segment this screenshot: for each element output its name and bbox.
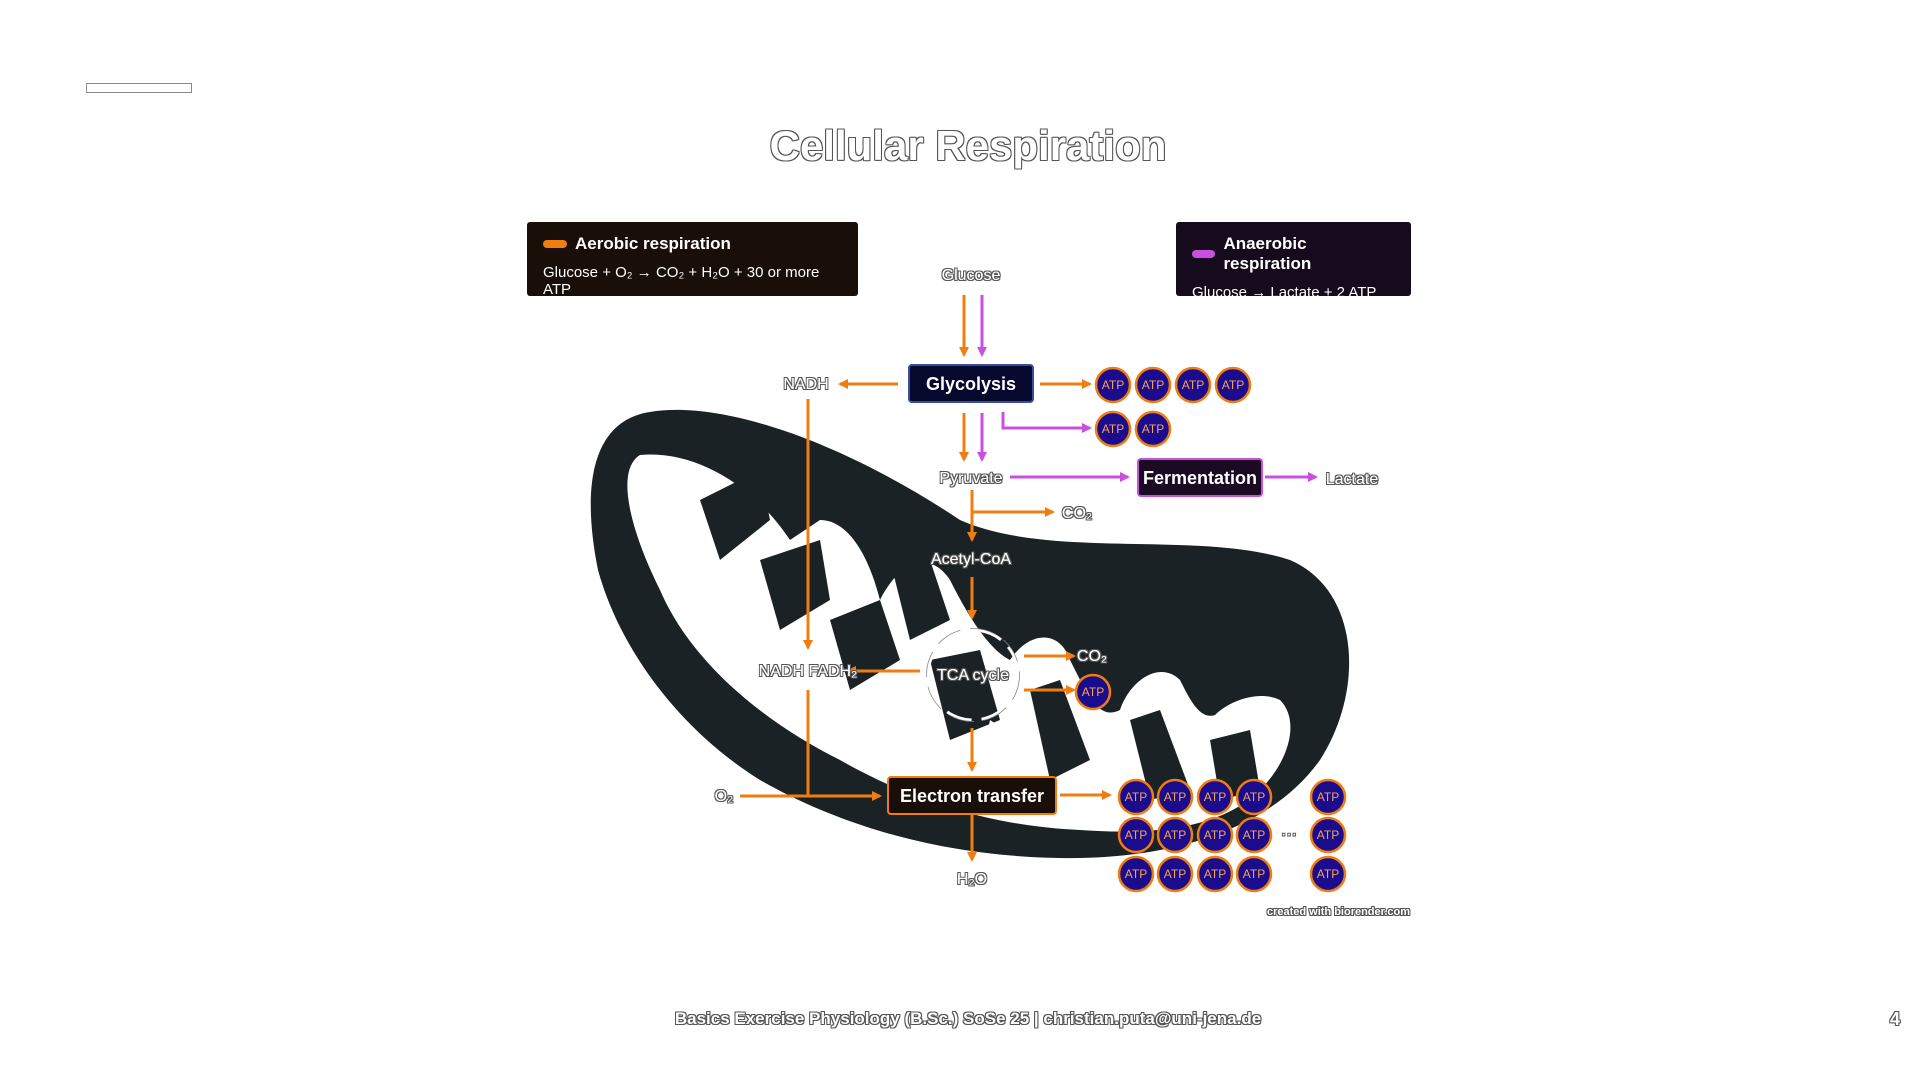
tca-cycle-ring: [926, 628, 1020, 722]
atp-token: ATP: [1196, 855, 1234, 893]
atp-token: ATP: [1134, 410, 1172, 448]
atp-label: ATP: [1243, 867, 1265, 881]
atp-label: ATP: [1317, 867, 1339, 881]
ellipsis-label: ···: [1281, 826, 1297, 843]
atp-label: ATP: [1125, 828, 1147, 842]
atp-token: ATP: [1094, 366, 1132, 404]
aerobic-arrows: [740, 295, 1112, 862]
atp-token: ATP: [1117, 855, 1155, 893]
atp-token: ATP: [1235, 855, 1273, 893]
atp-token: ATP: [1156, 855, 1194, 893]
credit: created with biorender.com: [1266, 906, 1410, 918]
atp-label: ATP: [1102, 378, 1124, 392]
atp-token: ATP: [1117, 778, 1155, 816]
glycolysis-label: Glycolysis: [926, 374, 1016, 394]
atp-token: ATP: [1196, 816, 1234, 854]
atp-token: ATP: [1174, 366, 1212, 404]
atp-label: ATP: [1125, 867, 1147, 881]
slide-title: Cellular Respiration: [769, 122, 1167, 169]
anaerobic-arrows: [977, 295, 1318, 482]
atp-label: ATP: [1204, 867, 1226, 881]
atp-token: ATP: [1214, 366, 1252, 404]
legend-aerobic-equation: Glucose + O₂ → CO₂ + H₂O + 30 or more AT…: [543, 264, 820, 298]
atp-label: ATP: [1142, 422, 1164, 436]
atp-token: ATP: [1196, 778, 1234, 816]
atp-label: ATP: [1243, 790, 1265, 804]
atp-token: ATP: [1074, 673, 1112, 711]
tca-label: TCA cycle: [937, 667, 1009, 684]
co2-pyruvate-label: CO₂: [1062, 505, 1092, 522]
glycolysis-box: Glycolysis: [908, 364, 1034, 403]
atp-label: ATP: [1182, 378, 1204, 392]
atp-token: ATP: [1156, 816, 1194, 854]
atp-token: ATP: [1094, 410, 1132, 448]
atp-tokens: ATP ATP ATP ATP ATP ATP ATP ATP ATP ATP ATP ATP ATP A…: [1074, 366, 1347, 893]
acetyl-coa-label: Acetyl-CoA: [931, 551, 1011, 568]
atp-label: ATP: [1204, 790, 1226, 804]
atp-label: ATP: [1243, 828, 1265, 842]
atp-label: ATP: [1317, 828, 1339, 842]
page-number: 4: [1890, 1009, 1901, 1029]
nadh-label: NADH: [783, 376, 828, 393]
pyruvate-label: Pyruvate: [939, 470, 1002, 487]
lactate-label: Lactate: [1326, 471, 1379, 488]
atp-label: ATP: [1142, 378, 1164, 392]
nadh-fadh2-label: NADH FADH₂: [759, 663, 858, 680]
atp-label: ATP: [1082, 685, 1104, 699]
atp-label: ATP: [1164, 828, 1186, 842]
atp-label: ATP: [1204, 828, 1226, 842]
atp-token: ATP: [1309, 778, 1347, 816]
atp-token: ATP: [1235, 778, 1273, 816]
legend-anaerobic: Anaerobic respiration Glucose → Lactate …: [1176, 222, 1411, 301]
electron-transfer-box: Electron transfer: [887, 776, 1057, 815]
atp-token: ATP: [1134, 366, 1172, 404]
atp-label: ATP: [1102, 422, 1124, 436]
fermentation-label: Fermentation: [1143, 468, 1257, 488]
atp-token: ATP: [1309, 816, 1347, 854]
atp-label: ATP: [1317, 790, 1339, 804]
atp-token: ATP: [1235, 816, 1273, 854]
footer: Basics Exercise Physiology (B.Sc.) SoSe …: [674, 1009, 1262, 1028]
anaerobic-swatch: [1192, 250, 1216, 258]
atp-label: ATP: [1164, 867, 1186, 881]
aerobic-swatch: [543, 240, 567, 248]
atp-token: ATP: [1117, 816, 1155, 854]
legend-aerobic: Aerobic respiration Glucose + O₂ → CO₂ +…: [527, 222, 858, 298]
h2o-label: H₂O: [957, 871, 987, 888]
logo-placeholder: [86, 83, 192, 93]
atp-label: ATP: [1125, 790, 1147, 804]
glucose-label: Glucose: [942, 267, 1001, 284]
fermentation-box: Fermentation: [1137, 458, 1263, 497]
atp-token: ATP: [1309, 855, 1347, 893]
legend-anaerobic-title: Anaerobic respiration: [1223, 234, 1312, 273]
o2-label: O₂: [715, 788, 734, 805]
atp-label: ATP: [1222, 378, 1244, 392]
electron-transfer-label: Electron transfer: [900, 786, 1044, 806]
legend-anaerobic-equation: Glucose → Lactate + 2 ATP: [1192, 284, 1377, 301]
atp-token: ATP: [1156, 778, 1194, 816]
legend-aerobic-title: Aerobic respiration: [575, 234, 731, 253]
mitochondrion-shape: [590, 409, 1350, 859]
atp-label: ATP: [1164, 790, 1186, 804]
co2-tca-label: CO₂: [1077, 648, 1107, 665]
